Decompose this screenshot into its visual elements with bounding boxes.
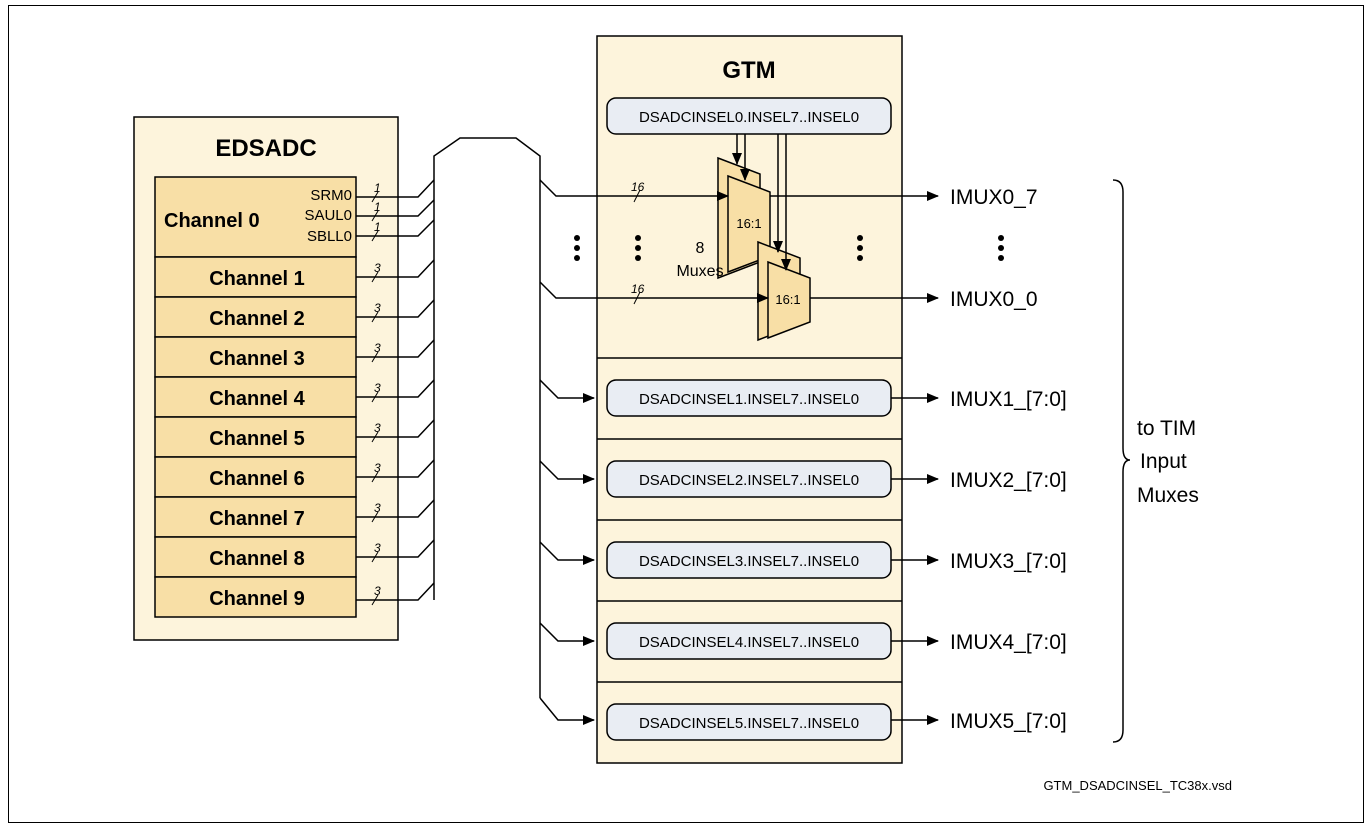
channel-3: Channel 3 [154,336,357,378]
register-3: DSADCINSEL3.INSEL7..INSEL0 [606,541,892,579]
bracket-label-line-1: to TIM [1137,417,1196,440]
mux-input-widths: 16 16 [631,180,645,305]
ellipsis-4 [998,235,1004,261]
channel-5-label: Channel 5 [209,428,305,450]
bus-width-labels: 1 1 1 3 3 3 3 3 3 3 3 3 [374,181,381,598]
signal-bus [433,137,541,698]
bracket-label-line-2: Input [1140,450,1187,473]
output-labels: IMUX0_7 IMUX0_0 IMUX1_[7:0] IMUX2_[7:0] … [950,186,1067,733]
signal-srm0: SRM0 [310,187,352,204]
register-0-label: DSADCINSEL0.INSEL7..INSEL0 [639,109,859,126]
output-imux0-0: IMUX0_0 [950,288,1038,311]
channel-6: Channel 6 [154,456,357,498]
channel-0: Channel 0 SRM0 SAUL0 SBLL0 [154,176,357,258]
output-imux4: IMUX4_[7:0] [950,631,1067,654]
ellipsis-3 [857,235,863,261]
width-ch3: 3 [374,341,381,355]
file-name: GTM_DSADCINSEL_TC38x.vsd [1043,778,1232,793]
width-ch4: 3 [374,381,381,395]
channel-1: Channel 1 [154,256,357,298]
mux-select-lines [732,134,791,271]
mux-upper-label: 16:1 [736,216,761,231]
width-ch2: 3 [374,301,381,315]
mux-count-label: Muxes [676,263,723,280]
width-ch1: 3 [374,261,381,275]
width-lower-mux: 16 [631,282,645,296]
output-imux2: IMUX2_[7:0] [950,469,1067,492]
register-5-label: DSADCINSEL5.INSEL7..INSEL0 [639,715,859,732]
width-ch6: 3 [374,461,381,475]
channel-4-label: Channel 4 [209,388,305,410]
signal-saul0: SAUL0 [304,207,352,224]
width-sbll0: 1 [374,220,381,234]
register-3-label: DSADCINSEL3.INSEL7..INSEL0 [639,553,859,570]
output-imux1: IMUX1_[7:0] [950,388,1067,411]
channel-0-label: Channel 0 [164,210,260,232]
channel-6-label: Channel 6 [209,468,305,490]
bus-width-marks [371,191,379,606]
edsadc-title: EDSADC [215,135,316,162]
mux-input-lines [539,179,769,303]
channel-8-label: Channel 8 [209,548,305,570]
width-srm0: 1 [374,181,381,195]
channel-9-label: Channel 9 [209,588,305,610]
register-1: DSADCINSEL1.INSEL7..INSEL0 [606,379,892,417]
channel-3-label: Channel 3 [209,348,305,370]
channel-9: Channel 9 [154,576,357,618]
register-2-label: DSADCINSEL2.INSEL7..INSEL0 [639,472,859,489]
width-ch9: 3 [374,584,381,598]
channel-8: Channel 8 [154,536,357,578]
channel-7-label: Channel 7 [209,508,305,530]
register-1-label: DSADCINSEL1.INSEL7..INSEL0 [639,391,859,408]
width-ch7: 3 [374,501,381,515]
output-imux3: IMUX3_[7:0] [950,550,1067,573]
output-lines [770,191,939,725]
register-input-lines [539,379,595,725]
channel-signal-lines [356,179,435,601]
register-0: DSADCINSEL0.INSEL7..INSEL0 [606,97,892,135]
gtm-title: GTM [722,57,775,84]
channel-2-label: Channel 2 [209,308,305,330]
register-5: DSADCINSEL5.INSEL7..INSEL0 [606,703,892,741]
channel-5: Channel 5 [154,416,357,458]
mux-count: 8 [696,240,705,257]
width-saul0: 1 [374,200,381,214]
channel-1-label: Channel 1 [209,268,305,290]
output-bracket [1112,179,1131,743]
register-4-label: DSADCINSEL4.INSEL7..INSEL0 [639,634,859,651]
output-imux5: IMUX5_[7:0] [950,710,1067,733]
ellipsis-2 [635,235,641,261]
width-ch8: 3 [374,541,381,555]
ellipsis-dots [574,235,1004,261]
ellipsis-1 [574,235,580,261]
channel-4: Channel 4 [154,376,357,418]
bracket-label: to TIM Input Muxes [1137,417,1199,507]
register-4: DSADCINSEL4.INSEL7..INSEL0 [606,622,892,660]
channel-7: Channel 7 [154,496,357,538]
width-upper-mux: 16 [631,180,645,194]
output-imux0-7: IMUX0_7 [950,186,1038,209]
width-ch5: 3 [374,421,381,435]
channel-2: Channel 2 [154,296,357,338]
bracket-label-line-3: Muxes [1137,484,1199,507]
register-2: DSADCINSEL2.INSEL7..INSEL0 [606,460,892,498]
mux-lower-label: 16:1 [775,292,800,307]
signal-sbll0: SBLL0 [307,228,352,245]
